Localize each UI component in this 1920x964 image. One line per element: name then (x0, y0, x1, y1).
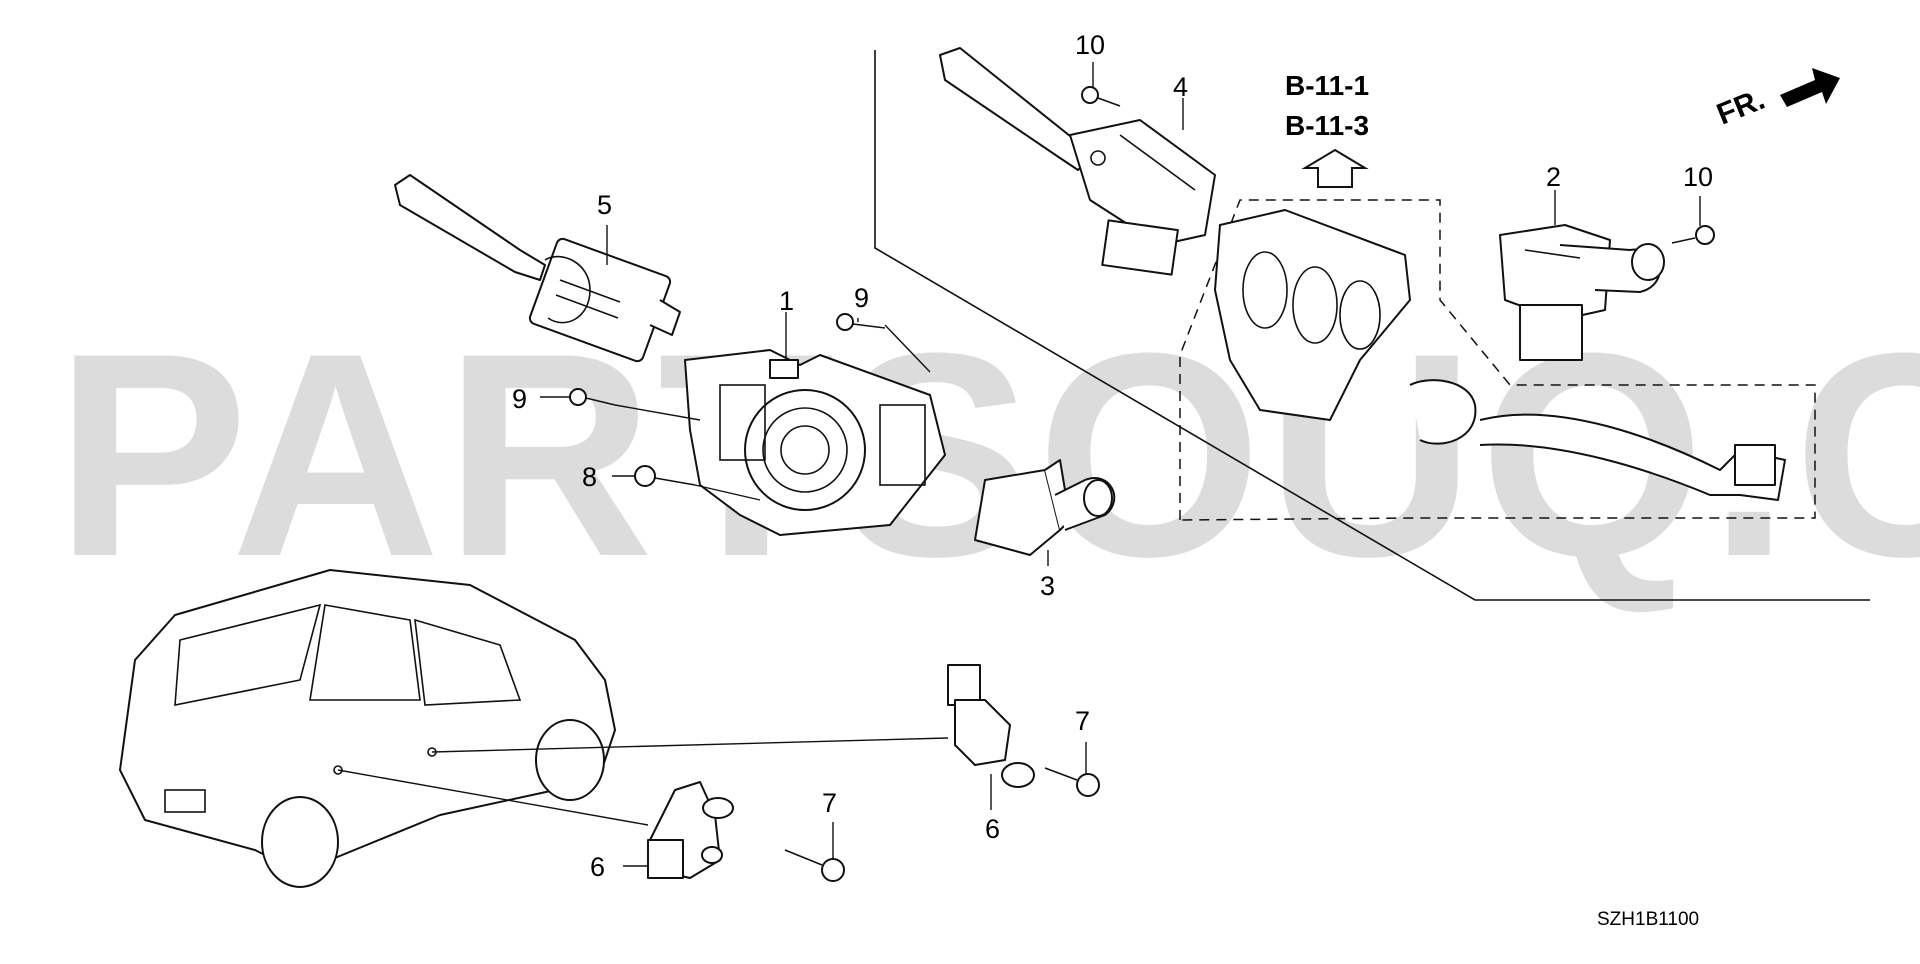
part-6-sensor-upper (947, 664, 1035, 788)
part-4-combination-switch (939, 47, 1216, 276)
callout-number: 1 (779, 286, 794, 316)
callout-number: 10 (1683, 162, 1713, 192)
assembly-boundary-line (874, 50, 1870, 601)
part-7-bolt-left (784, 849, 845, 882)
reference-up-arrow-icon (1301, 148, 1369, 188)
part-3-switch (974, 459, 1116, 556)
part-1-cable-reel (684, 349, 946, 536)
leader-lines (337, 62, 1701, 867)
callout-number: 3 (1040, 571, 1055, 601)
front-label: FR. (1712, 83, 1769, 132)
front-direction-indicator: FR. (1712, 68, 1840, 131)
callout-number: 6 (985, 814, 1000, 844)
callout-number: 10 (1075, 30, 1105, 60)
callout-number: 9 (854, 283, 869, 313)
callout-number: 4 (1173, 72, 1188, 102)
reference-label: B-11-1 (1285, 70, 1369, 101)
part-7-bolt-right (1044, 767, 1100, 797)
front-arrow-icon (1780, 68, 1840, 107)
callout-number: 7 (822, 788, 837, 818)
reference-label: B-11-3 (1285, 110, 1369, 141)
part-5-combination-switch (394, 174, 681, 363)
part-10-screw-right (1671, 225, 1715, 245)
callout-number: 9 (512, 384, 527, 414)
callout-number: 7 (1075, 706, 1090, 736)
callout-number: 2 (1546, 162, 1561, 192)
part-10-screw-top (1081, 86, 1121, 107)
drawing-code: SZH1B1100 (1597, 909, 1699, 930)
callout-number: 8 (582, 462, 597, 492)
part-6-sensor-lower (647, 781, 734, 879)
column-switch-assembly (1214, 209, 1786, 501)
dashed-assembly-box (1179, 199, 1816, 521)
part-2-switch (1499, 224, 1665, 361)
callout-number: 6 (590, 852, 605, 882)
vehicle-outline (119, 569, 616, 888)
callout-number: 5 (597, 190, 612, 220)
part-9-screw-upper (836, 313, 886, 331)
